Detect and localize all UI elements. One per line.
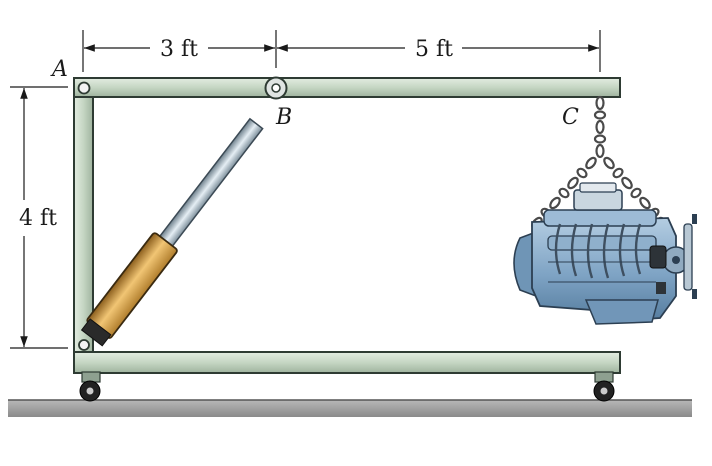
base-beam: [73, 351, 621, 374]
wheel-right: [593, 371, 615, 402]
hydraulic-cylinder: [80, 117, 264, 347]
dimension-ab-text: 3 ft: [160, 37, 198, 62]
dimension-ab: [10, 30, 601, 349]
dimension-height-text: 4 ft: [19, 206, 57, 231]
chain: [531, 95, 669, 230]
engine-block: [513, 182, 697, 325]
dimension-bc-text: 5 ft: [415, 37, 453, 62]
boom-beam: [73, 77, 621, 98]
pin-a: [77, 81, 91, 95]
cylinder-barrel: [86, 232, 178, 339]
vertical-post: [73, 77, 94, 353]
wheel-left: [79, 371, 101, 402]
label-point-b: B: [275, 105, 292, 130]
label-point-a: A: [50, 57, 68, 82]
label-point-c: C: [562, 105, 579, 130]
ground: [8, 399, 692, 417]
pin-base: [78, 339, 90, 351]
